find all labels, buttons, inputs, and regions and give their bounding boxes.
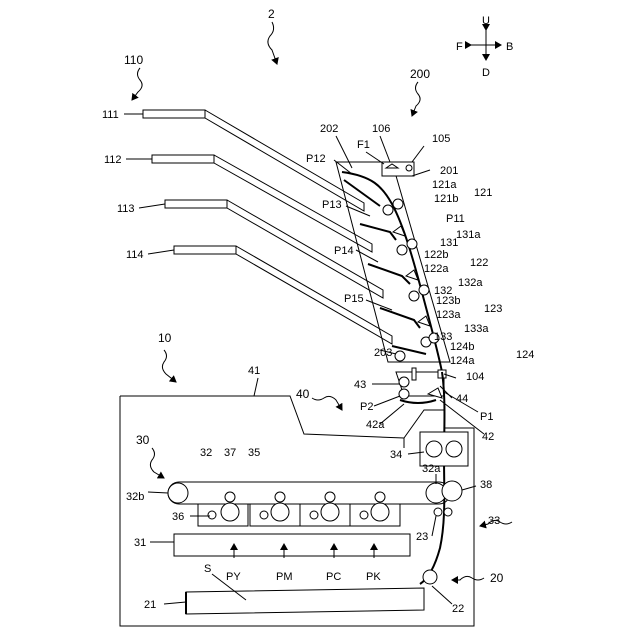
label-113: 113 [117, 203, 135, 215]
label-P15: P15 [344, 293, 364, 305]
label-121a: 121a [432, 179, 457, 191]
label-41: 41 [248, 365, 260, 377]
label-106: 106 [372, 123, 390, 135]
label-40: 40 [296, 387, 310, 401]
direction-compass: U D F B [456, 15, 513, 79]
label-P11: P11 [446, 213, 465, 225]
label-132a: 132a [458, 277, 483, 289]
tray-112 [152, 155, 214, 163]
label-PY: PY [226, 571, 241, 583]
label-111: 111 [102, 109, 119, 121]
label-2: 2 [268, 7, 275, 21]
roller-38 [442, 481, 462, 501]
label-131a: 131a [456, 229, 481, 241]
label-121: 121 [474, 187, 492, 199]
label-36: 36 [172, 511, 184, 523]
label-23: 23 [416, 531, 428, 543]
pickup-roller-22 [423, 570, 437, 584]
label-123a: 123a [436, 309, 461, 321]
label-44: 44 [456, 393, 468, 405]
label-32b: 32b [126, 491, 144, 503]
label-201: 201 [440, 165, 458, 177]
label-124a: 124a [450, 355, 475, 367]
label-114: 114 [126, 249, 144, 261]
label-200: 200 [410, 67, 430, 81]
label-131: 131 [440, 237, 458, 249]
label-123: 123 [484, 303, 502, 315]
label-104: 104 [466, 371, 484, 383]
label-S: S [204, 563, 211, 575]
label-10: 10 [158, 331, 172, 345]
label-32: 32 [200, 447, 212, 459]
label-F1: F1 [357, 139, 370, 151]
tray-113 [165, 200, 227, 208]
leader-lines [124, 114, 484, 604]
compass-up-label: U [482, 15, 490, 27]
label-P14: P14 [334, 245, 354, 257]
label-105: 105 [432, 133, 450, 145]
label-110: 110 [124, 53, 143, 67]
compass-back-label: B [506, 41, 513, 53]
label-202: 202 [320, 123, 338, 135]
label-21: 21 [144, 599, 156, 611]
label-PC: PC [326, 571, 341, 583]
label-30: 30 [136, 433, 150, 447]
label-31: 31 [134, 537, 146, 549]
label-38: 38 [480, 479, 492, 491]
tray-111 [143, 110, 205, 118]
label-122b: 122b [424, 249, 448, 261]
label-203: 203 [374, 347, 392, 359]
label-43: 43 [354, 379, 366, 391]
label-35: 35 [248, 447, 260, 459]
label-PM: PM [276, 571, 293, 583]
main-body-10 [120, 368, 474, 626]
label-PK: PK [366, 571, 381, 583]
label-22: 22 [452, 603, 464, 615]
label-42: 42 [482, 431, 494, 443]
label-124: 124 [516, 349, 534, 361]
compass-down-label: D [482, 67, 490, 79]
output-trays [143, 110, 392, 344]
label-P13: P13 [322, 199, 342, 211]
label-P1: P1 [480, 411, 493, 423]
label-122: 122 [470, 257, 488, 269]
label-32a: 32a [422, 463, 441, 475]
label-122a: 122a [424, 263, 449, 275]
label-33: 33 [488, 515, 500, 527]
label-133a: 133a [464, 323, 489, 335]
exposure-unit-31 [174, 534, 410, 556]
label-124b: 124b [450, 341, 474, 353]
compass-front-label: F [456, 41, 463, 53]
label-42a: 42a [366, 419, 385, 431]
label-34: 34 [390, 449, 402, 461]
tray-114 [174, 246, 236, 254]
label-20: 20 [490, 571, 504, 585]
label-37: 37 [224, 447, 236, 459]
roller-32b [168, 483, 188, 503]
label-121b: 121b [434, 193, 458, 205]
label-112: 112 [104, 154, 122, 166]
label-123b: 123b [436, 295, 460, 307]
label-P2: P2 [360, 401, 373, 413]
label-P12: P12 [306, 153, 326, 165]
